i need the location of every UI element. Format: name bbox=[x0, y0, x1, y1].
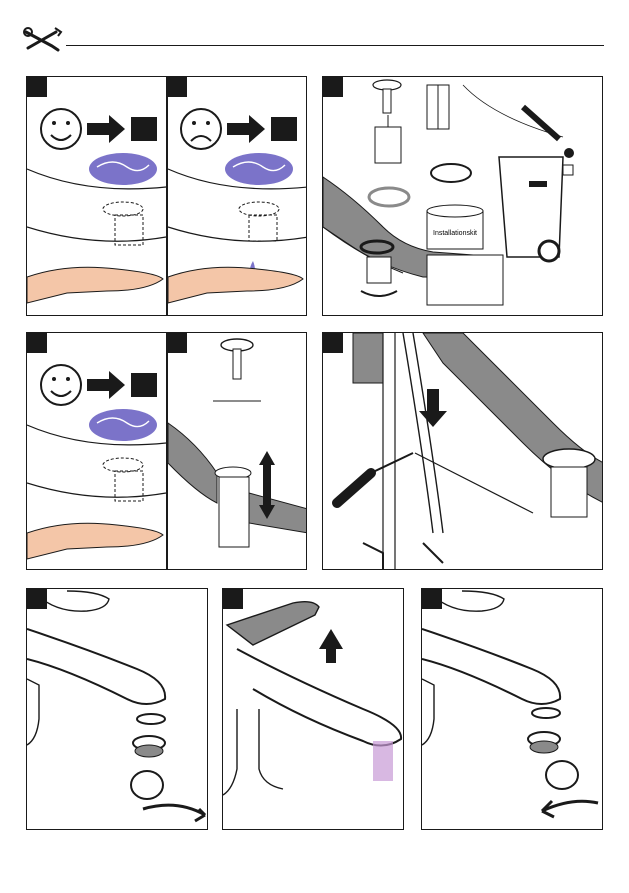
step-badge bbox=[167, 77, 187, 97]
aerator-icon bbox=[528, 708, 578, 789]
adjust-arrow-icon bbox=[259, 451, 275, 519]
kit-label: Installationskit bbox=[433, 230, 477, 237]
step-badge bbox=[27, 333, 47, 353]
happy-face-icon bbox=[41, 109, 81, 149]
sad-face-icon bbox=[181, 109, 221, 149]
tools-icon bbox=[22, 26, 64, 52]
step-badge bbox=[323, 333, 343, 353]
panel-aerator-insert bbox=[421, 588, 603, 830]
arrow-up-icon bbox=[319, 629, 343, 663]
arrow-right-icon bbox=[87, 115, 125, 143]
arrow-right-icon bbox=[87, 371, 125, 399]
panel-drain-adjust bbox=[26, 332, 307, 570]
rotate-arrow-icon bbox=[143, 805, 205, 821]
header-rule bbox=[66, 45, 604, 46]
aerator-icon bbox=[131, 714, 165, 799]
step-badge bbox=[223, 589, 243, 609]
step-badge bbox=[323, 77, 343, 97]
step-badge bbox=[27, 589, 47, 609]
panel-drain-check bbox=[26, 76, 307, 316]
happy-face-icon bbox=[41, 365, 81, 405]
rotate-arrow-icon bbox=[542, 801, 598, 817]
sealing-ring-icon bbox=[369, 188, 409, 206]
step-badge bbox=[27, 77, 47, 97]
drain-stopper-icon bbox=[373, 80, 401, 163]
panel-pull-rod bbox=[322, 332, 603, 570]
step-badge bbox=[422, 589, 442, 609]
step-badge bbox=[167, 333, 187, 353]
trash-bin-icon bbox=[499, 107, 574, 261]
screwdriver-icon bbox=[337, 453, 413, 503]
panel-drain-service: Installationskit bbox=[322, 76, 603, 316]
panel-aerator-remove bbox=[26, 588, 208, 830]
panel-lever-up bbox=[222, 588, 404, 830]
